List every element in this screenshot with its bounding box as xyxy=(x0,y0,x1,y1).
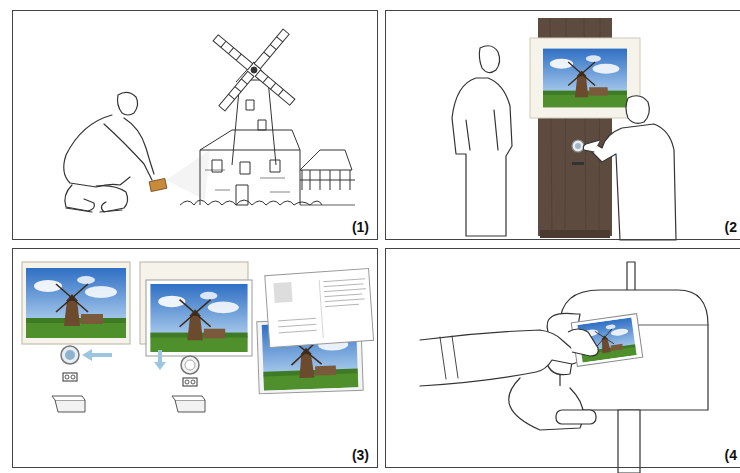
story-panel: (1) xyxy=(12,10,378,240)
panel-number: (3) xyxy=(350,447,371,463)
story-panel: (4 xyxy=(385,248,740,468)
panel-number: (1) xyxy=(350,219,371,235)
panel-number: (4 xyxy=(723,447,739,463)
story-panel: (2 xyxy=(385,10,740,240)
panel-number: (2 xyxy=(723,219,739,235)
story-panel: (3) xyxy=(12,248,378,468)
